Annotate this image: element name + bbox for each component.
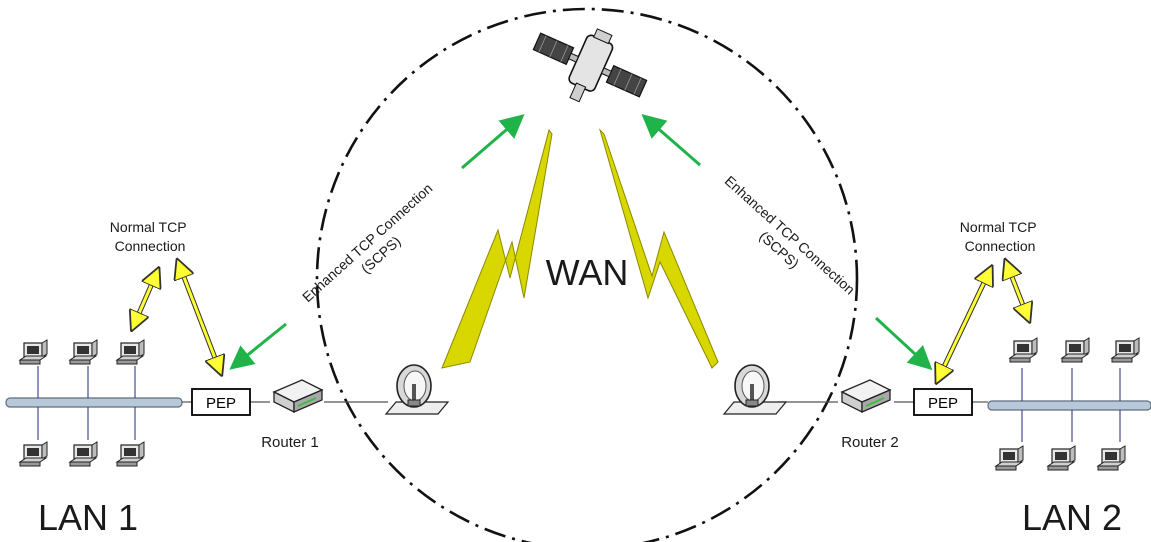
normal-tcp-right-line1: Normal TCP: [960, 219, 1037, 235]
lightning-icon: [441, 128, 553, 369]
lan1-bus: [5, 397, 183, 408]
computer-icon: [69, 339, 98, 365]
enhanced-tcp-arrow-left-upper: [461, 114, 525, 170]
computer-icon: [1097, 445, 1126, 471]
computer-icon: [1047, 445, 1076, 471]
lan2-label: LAN 2: [1022, 497, 1122, 538]
enhanced-tcp-label-right: Enhanced TCP Connection (SCPS): [710, 172, 861, 313]
computer-icon: [19, 441, 48, 467]
satellite-icon: [532, 28, 648, 103]
computer-icon: [116, 441, 145, 467]
computer-icon: [19, 339, 48, 365]
normal-tcp-right-line2: Connection: [965, 238, 1036, 254]
pep-box-right: PEP: [913, 388, 973, 416]
computer-icon: [116, 339, 145, 365]
pep-label-right: PEP: [928, 395, 958, 412]
computer-icon: [995, 445, 1024, 471]
enhanced-tcp-arrow-right-upper: [641, 114, 701, 167]
computer-icon: [1009, 337, 1038, 363]
normal-tcp-left-line1: Normal TCP: [110, 219, 187, 235]
router-icon: [273, 379, 323, 413]
wan-boundary: [315, 7, 859, 542]
normal-tcp-label-right: Normal TCP Connection: [960, 219, 1040, 254]
normal-tcp-left-line2: Connection: [115, 238, 186, 254]
router-icon: [841, 379, 891, 413]
lan1-label: LAN 1: [38, 497, 138, 538]
enhanced-tcp-arrow-left-lower: [229, 322, 287, 370]
satellite-dish-icon: [723, 364, 787, 415]
wan-label: WAN: [546, 252, 629, 293]
router1-label: Router 1: [261, 434, 319, 451]
computer-icon: [1061, 337, 1090, 363]
lan2-bus: [987, 400, 1151, 411]
pep-label-left: PEP: [206, 395, 236, 412]
satellite-dish-icon: [385, 364, 449, 415]
enhanced-right-line1: Enhanced TCP Connection: [722, 172, 858, 297]
computer-icon: [1111, 337, 1140, 363]
enhanced-tcp-label-left: Enhanced TCP Connection (SCPS): [299, 177, 450, 318]
pep-box-left: PEP: [191, 388, 251, 416]
normal-tcp-label-left: Normal TCP Connection: [110, 219, 190, 254]
computer-icon: [69, 441, 98, 467]
enhanced-left-line1: Enhanced TCP Connection: [299, 180, 435, 305]
enhanced-tcp-arrow-right-lower: [874, 316, 933, 371]
router2-label: Router 2: [841, 434, 899, 451]
lightning-icon: [598, 128, 719, 369]
